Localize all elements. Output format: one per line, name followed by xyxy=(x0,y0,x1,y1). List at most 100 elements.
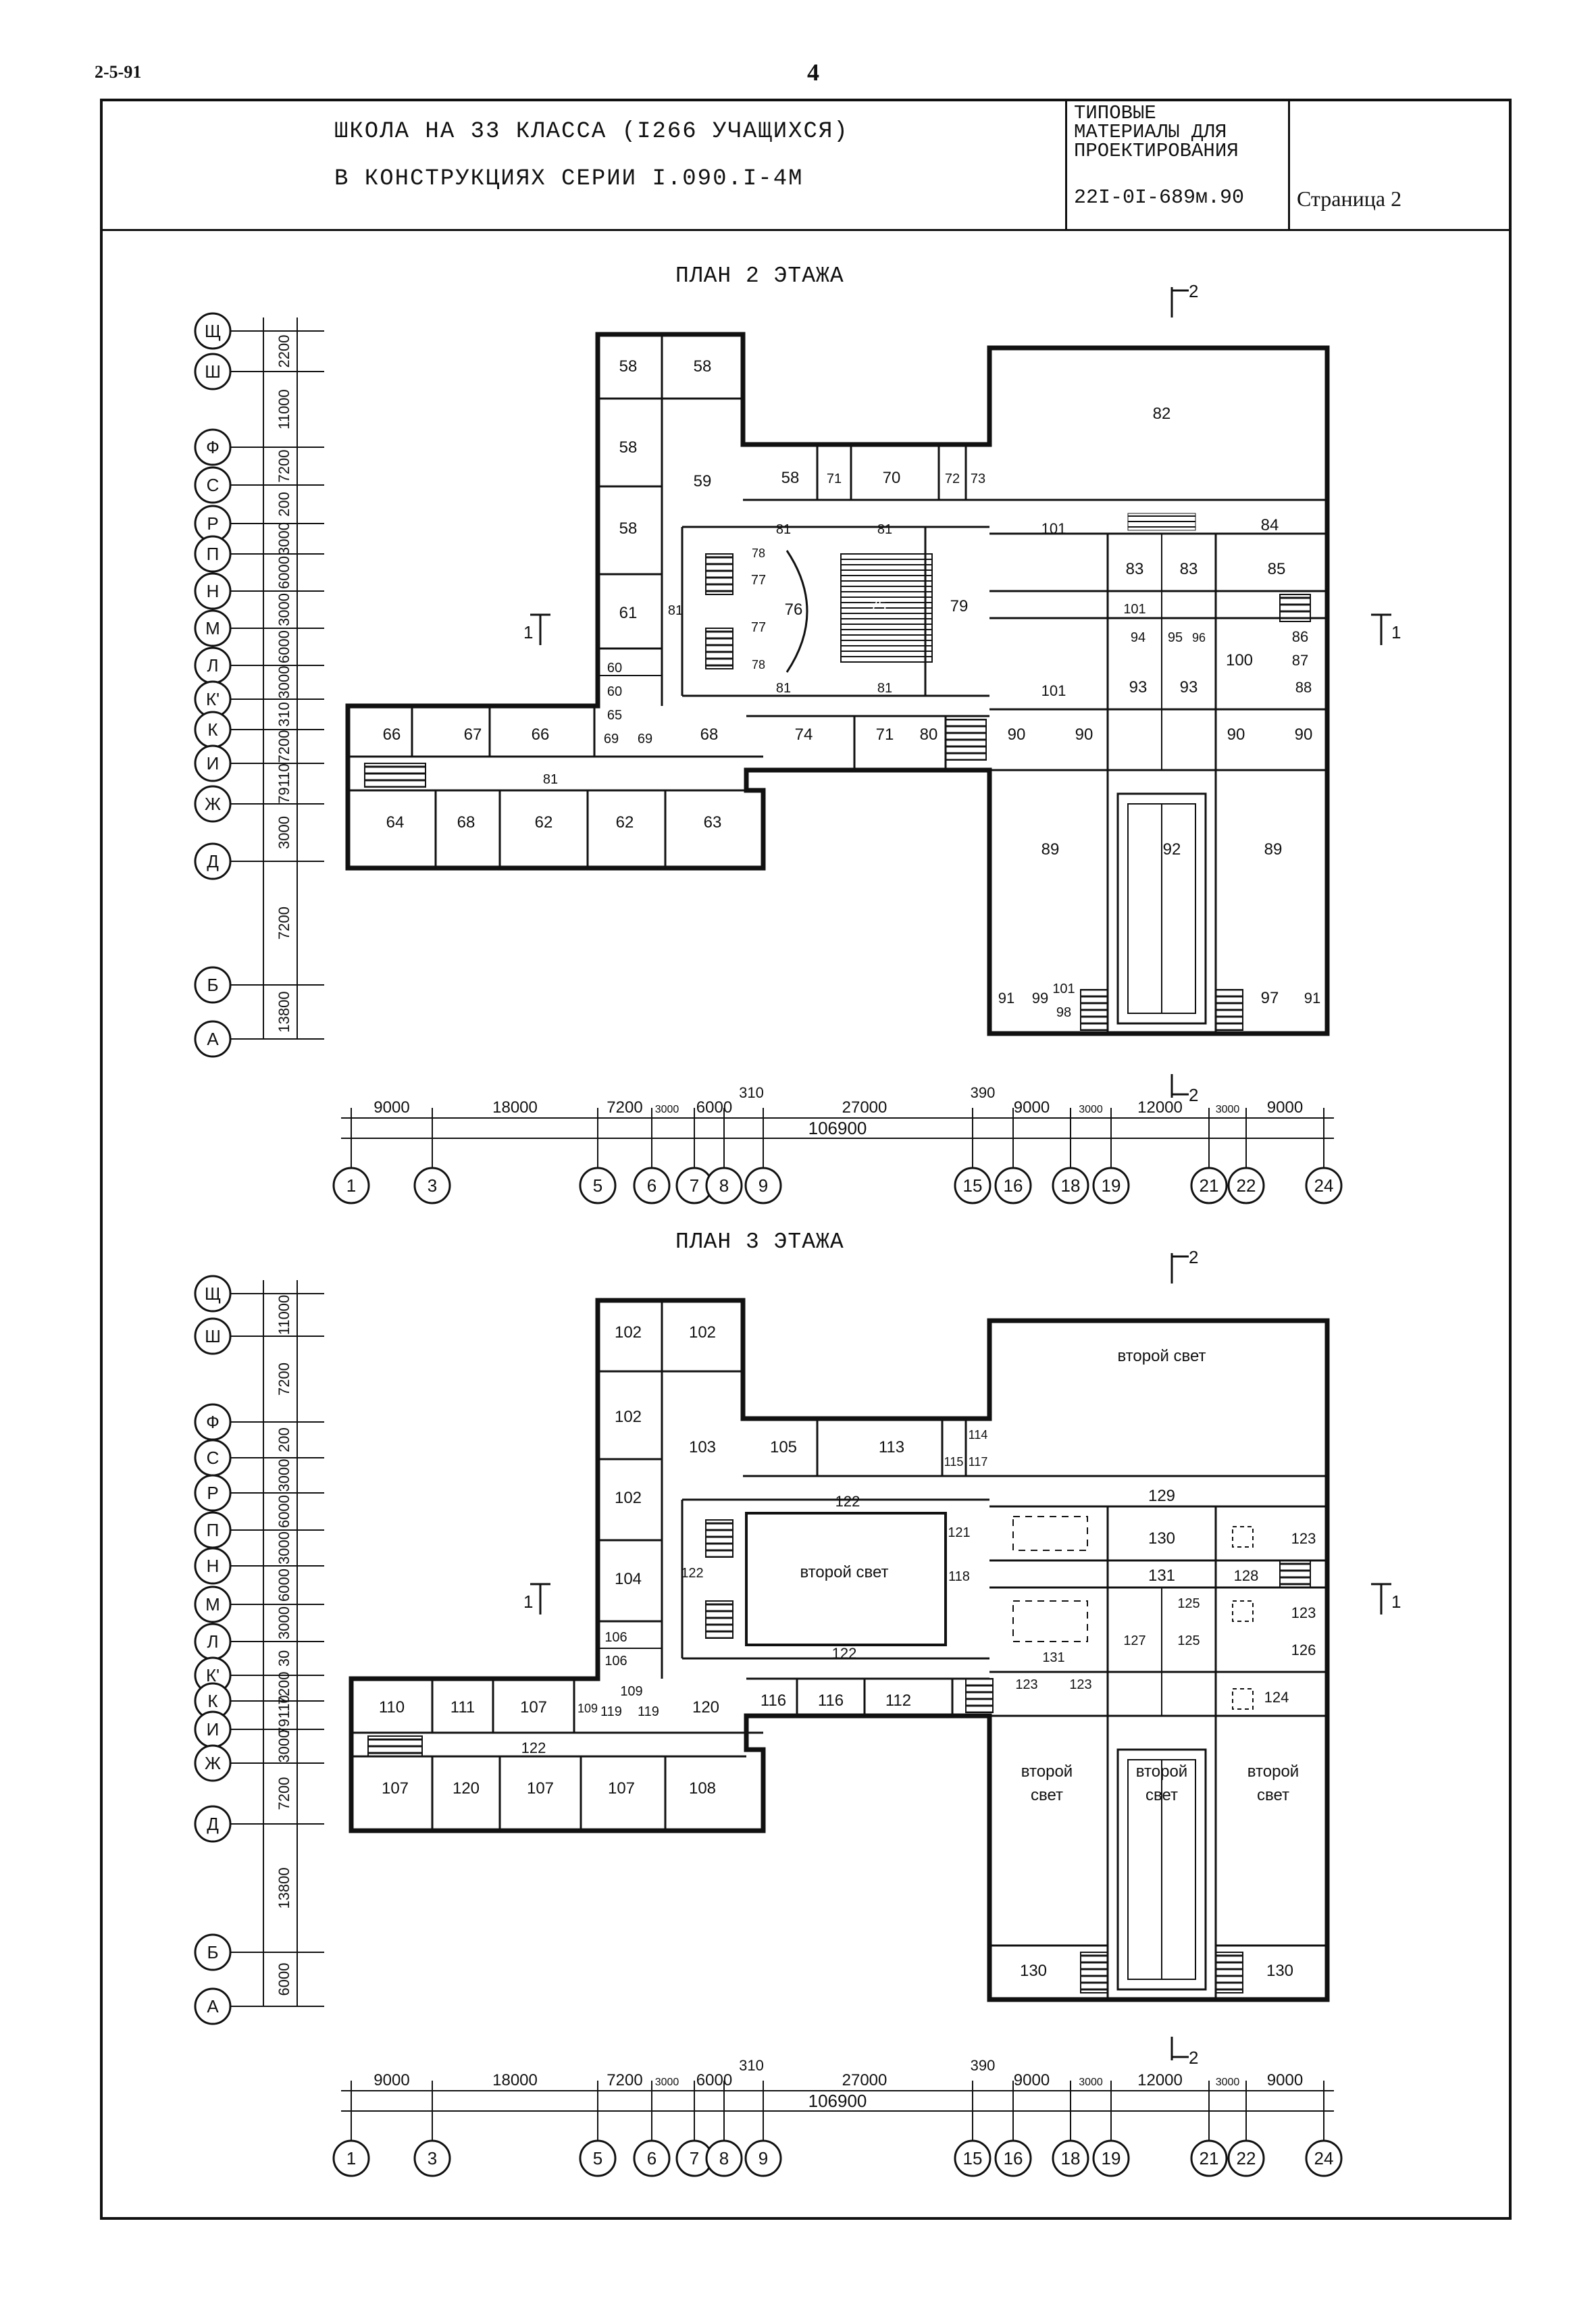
axis-column-label: 16 xyxy=(1004,1175,1023,1196)
room-110: 110 xyxy=(379,1698,405,1717)
room-90: 90 xyxy=(1295,726,1313,744)
row-dimension-value: 3000 xyxy=(276,1459,292,1492)
corridor-122: 122 xyxy=(832,1645,857,1662)
row-dimension-value: 11000 xyxy=(276,389,292,430)
axis-row-label: И xyxy=(207,753,220,773)
room-130: 130 xyxy=(1020,1962,1047,1980)
axis-column-label: 15 xyxy=(963,1175,983,1196)
column-dimension-value: 9000 xyxy=(1267,2071,1303,2089)
room-93: 93 xyxy=(1180,678,1198,696)
axis-column-bubble xyxy=(1190,1167,1228,1204)
room-94: 94 xyxy=(1131,630,1145,645)
room-107: 107 xyxy=(382,1779,409,1798)
room-106: 106 xyxy=(604,1630,627,1645)
room-119: 119 xyxy=(600,1704,622,1719)
room-61: 61 xyxy=(619,604,638,622)
section-marks: 2 2 1 1 2 2 1 1 xyxy=(523,281,1401,2068)
axis-column-bubble xyxy=(705,1167,743,1204)
room-78: 78 xyxy=(752,658,765,671)
room-129: 129 xyxy=(1148,1487,1175,1505)
room-84: 84 xyxy=(1261,516,1279,534)
column-dimension-value: 3000 xyxy=(1216,1104,1240,1115)
axis-row-label: К' xyxy=(206,689,220,709)
axis-column-bubble xyxy=(633,2139,671,2177)
axis-column-bubble xyxy=(1190,2139,1228,2177)
room-125: 125 xyxy=(1177,1596,1200,1611)
axis-column-label: 5 xyxy=(593,1175,602,1196)
axis-row-label: А xyxy=(207,1996,219,2016)
room-106: 106 xyxy=(604,1654,627,1669)
row-dimension-value: 79110 xyxy=(276,763,292,804)
axis-row-label: Д xyxy=(207,851,219,871)
row-dimension-value: 3000 xyxy=(276,816,292,849)
floor-2-axes: ЩШФСРПНМЛК'КИЖДБА22001100072002003000600… xyxy=(194,312,1343,1204)
column-total-value: 106900 xyxy=(808,1118,867,1138)
column-dimension-value: 9000 xyxy=(1014,1098,1050,1117)
room-95: 95 xyxy=(1168,630,1183,645)
room-102: 102 xyxy=(615,1323,642,1342)
axis-column-label: 9 xyxy=(758,1175,768,1196)
room-124: 124 xyxy=(1264,1689,1289,1706)
room-111: 111 xyxy=(451,1698,475,1717)
column-dimension-value: 6000 xyxy=(696,2071,732,2089)
column-dimension-value: 27000 xyxy=(842,2071,887,2089)
row-dimension-value: 200 xyxy=(276,492,292,517)
corridor-81: 81 xyxy=(877,522,892,537)
room-73: 73 xyxy=(971,472,985,486)
room-78: 78 xyxy=(752,547,765,560)
axis-column-label: 18 xyxy=(1061,1175,1081,1196)
axis-row-label: П xyxy=(207,1520,220,1540)
axis-row-label: К xyxy=(207,719,217,740)
room-128: 128 xyxy=(1234,1567,1259,1584)
column-dimension-value: 3000 xyxy=(1216,2077,1240,2088)
room-69: 69 xyxy=(604,732,619,746)
room-70: 70 xyxy=(883,469,901,487)
axis-column-label: 8 xyxy=(719,2148,729,2168)
axis-column-bubble xyxy=(1227,1167,1265,1204)
column-dimension-value: 310 xyxy=(739,1084,764,1101)
room-58: 58 xyxy=(694,357,712,376)
axis-row-label: Ж xyxy=(205,1753,221,1773)
room-107: 107 xyxy=(520,1698,547,1717)
floor-2-room-labels: 58 58 58 58 58 59 61 60 60 65 66 67 66 6… xyxy=(383,357,1321,1020)
column-dimension-value: 310 xyxy=(739,2057,764,2074)
row-dimension-value: 7200 xyxy=(276,907,292,940)
axis-column-bubble xyxy=(1052,2139,1089,2177)
room-99: 99 xyxy=(1032,990,1048,1007)
axis-row-label: М xyxy=(205,618,220,638)
room-86: 86 xyxy=(1292,628,1308,645)
room-85: 85 xyxy=(1268,560,1286,578)
floor-3-plan xyxy=(349,1253,1391,2060)
second-light-word: свет xyxy=(1145,1786,1178,1804)
axis-row-label: М xyxy=(205,1594,220,1615)
room-123: 123 xyxy=(1069,1677,1091,1692)
title-block-main xyxy=(100,99,1067,231)
room-64: 64 xyxy=(386,813,405,832)
section-2-mark: 2 xyxy=(1189,2048,1198,2068)
second-light-word: свет xyxy=(1257,1786,1289,1804)
axis-row-label: Н xyxy=(207,581,220,601)
room-131: 131 xyxy=(1042,1650,1064,1665)
second-light-label: второй свет xyxy=(800,1563,888,1581)
room-102: 102 xyxy=(615,1489,642,1507)
axis-column-bubble xyxy=(1227,2139,1265,2177)
axis-column-label: 1 xyxy=(346,2148,356,2168)
axis-row-label: Ш xyxy=(205,361,221,382)
section-1-mark: 1 xyxy=(1391,622,1401,642)
axis-column-label: 5 xyxy=(593,2148,602,2168)
axis-column-label: 3 xyxy=(428,2148,437,2168)
room-91: 91 xyxy=(998,990,1014,1007)
room-60: 60 xyxy=(607,684,622,699)
room-102: 102 xyxy=(689,1323,716,1342)
axis-column-bubble xyxy=(413,2139,451,2177)
axis-column-bubble xyxy=(633,1167,671,1204)
title-line-2: В КОНСТРУКЦИЯХ СЕРИИ I.090.I-4М xyxy=(334,166,804,192)
axis-column-bubble xyxy=(579,2139,617,2177)
row-dimension-value: 3000 xyxy=(276,522,292,555)
room-100: 100 xyxy=(1226,651,1253,669)
room-118: 118 xyxy=(948,1569,970,1584)
axis-row-label: Ж xyxy=(205,794,221,814)
axis-column-label: 19 xyxy=(1102,1175,1121,1196)
axis-column-label: 3 xyxy=(428,1175,437,1196)
row-dimension-value: 3000 xyxy=(276,1606,292,1640)
